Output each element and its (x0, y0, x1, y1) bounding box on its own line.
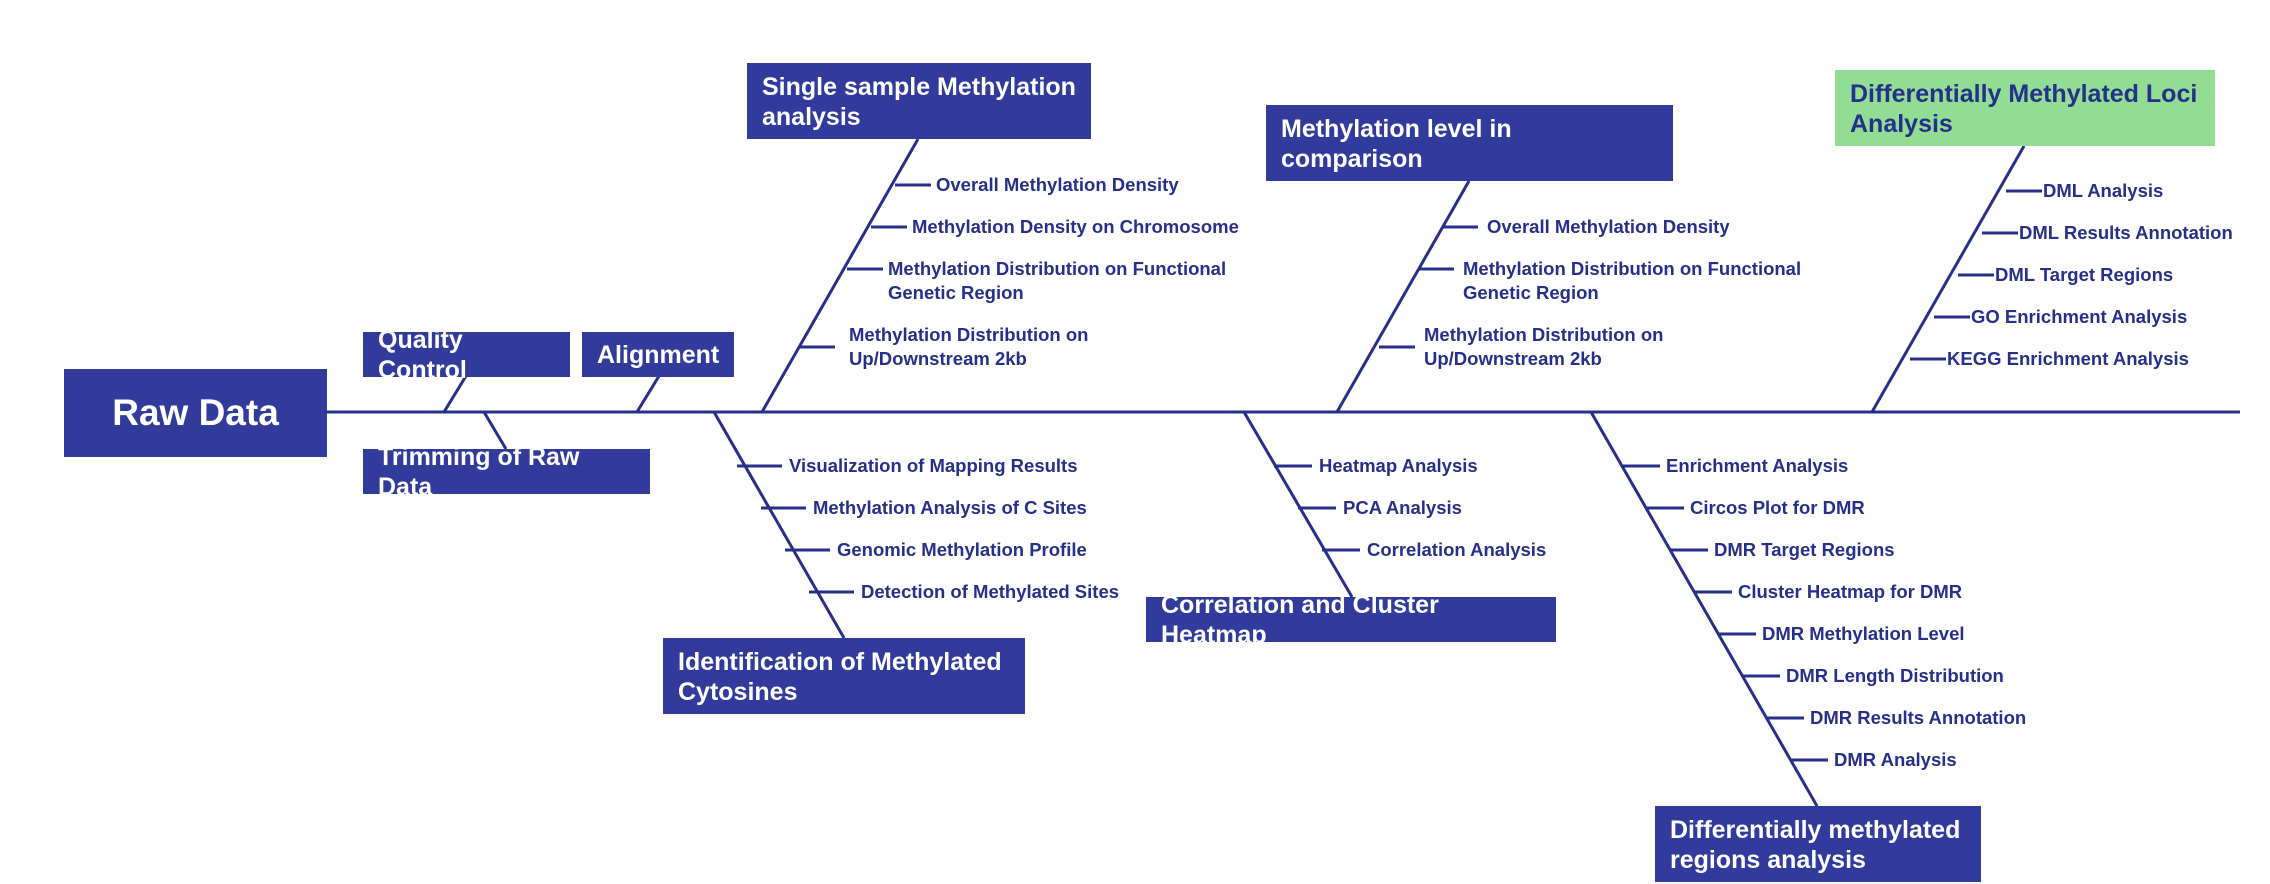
dml-item: DML Target Regions (1995, 264, 2174, 285)
raw-data-box: Raw Data (64, 369, 327, 457)
comparison-group-box: Methylation level in comparison group (1266, 105, 1673, 203)
single-sample-item: Up/Downstream 2kb (849, 348, 1027, 369)
trimming-label: Trimming of Raw Data (378, 442, 580, 501)
correlation-box: Correlation and Cluster Heatmap (1146, 591, 1556, 649)
dml-title-line-1: Differentially Methylated Loci (1850, 80, 2198, 108)
correlation-item: Correlation Analysis (1367, 539, 1547, 560)
identification-title-line-1: Identification of Methylated (678, 648, 1002, 676)
alignment-box: Alignment (582, 332, 734, 377)
bone-correlation (1242, 411, 1354, 598)
dmr-item: DMR Analysis (1834, 749, 1957, 770)
comparison-group-item: Methylation Distribution on Functional (1463, 258, 1802, 279)
dmr-title-line-2: regions analysis (1670, 846, 1866, 874)
bone-identification (712, 411, 846, 639)
identification-item: Methylation Analysis of C Sites (813, 497, 1087, 518)
correlation-title: Correlation and Cluster Heatmap (1161, 590, 1439, 649)
single-sample-box: Single sample Methylation analysis (747, 63, 1091, 139)
dmr-item: DMR Length Distribution (1786, 665, 2004, 686)
single-sample-item: Methylation Distribution on (849, 324, 1089, 345)
single-sample-title-line-2: analysis (762, 103, 861, 131)
single-sample-item: Genetic Region (888, 282, 1024, 303)
dmr-item: Cluster Heatmap for DMR (1738, 581, 1963, 602)
comparison-group-item: Methylation Distribution on (1424, 324, 1664, 345)
comparison-group-item: Genetic Region (1463, 282, 1599, 303)
raw-data-label: Raw Data (112, 392, 279, 433)
dmr-title-line-1: Differentially methylated (1670, 816, 1961, 844)
alignment-label: Alignment (597, 340, 720, 369)
dmr-box: Differentially methylated regions analys… (1655, 806, 1981, 882)
dmr-item: DMR Results Annotation (1810, 707, 2027, 728)
comparison-group-title-line-1: Methylation level in comparison (1281, 115, 1512, 173)
comparison-group-title-line-2: group (1281, 175, 1352, 203)
dmr-item: Enrichment Analysis (1666, 455, 1849, 476)
quality-control-box: Quality Control (363, 326, 570, 384)
single-sample-item: Overall Methylation Density (936, 174, 1179, 195)
bone-quality-control (442, 375, 468, 413)
identification-item: Visualization of Mapping Results (789, 455, 1078, 476)
dml-box: Differentially Methylated Loci Analysis (1835, 70, 2215, 146)
comparison-group-item: Overall Methylation Density (1487, 216, 1730, 237)
bone-single-sample (760, 138, 920, 413)
correlation-item: Heatmap Analysis (1319, 455, 1478, 476)
dml-item: GO Enrichment Analysis (1971, 306, 2188, 327)
quality-control-label: Quality Control (378, 325, 467, 384)
bone-comparison-group (1335, 180, 1471, 413)
dml-item: KEGG Enrichment Analysis (1947, 348, 2189, 369)
trimming-box: Trimming of Raw Data (363, 443, 650, 501)
comparison-group-item: Up/Downstream 2kb (1424, 348, 1602, 369)
dmr-item: DMR Methylation Level (1762, 623, 1965, 644)
dml-item: DML Analysis (2043, 180, 2164, 201)
single-sample-title-line-1: Single sample Methylation (762, 73, 1076, 101)
identification-title-line-2: Cytosines (678, 678, 798, 706)
dml-item: DML Results Annotation (2019, 222, 2233, 243)
single-sample-item: Methylation Distribution on Functional (888, 258, 1227, 279)
dml-title-line-2: Analysis (1850, 110, 1953, 138)
bone-dml (1870, 145, 2026, 413)
bone-alignment (635, 375, 661, 413)
dmr-item: Circos Plot for DMR (1690, 497, 1865, 518)
correlation-item: PCA Analysis (1343, 497, 1462, 518)
dmr-item: DMR Target Regions (1714, 539, 1895, 560)
single-sample-item: Methylation Density on Chromosome (912, 216, 1239, 237)
identification-item: Detection of Methylated Sites (861, 581, 1120, 602)
bone-trimming (482, 411, 508, 450)
bone-dmr (1589, 411, 1819, 807)
identification-box: Identification of Methylated Cytosines (663, 638, 1025, 714)
identification-item: Genomic Methylation Profile (837, 539, 1087, 560)
